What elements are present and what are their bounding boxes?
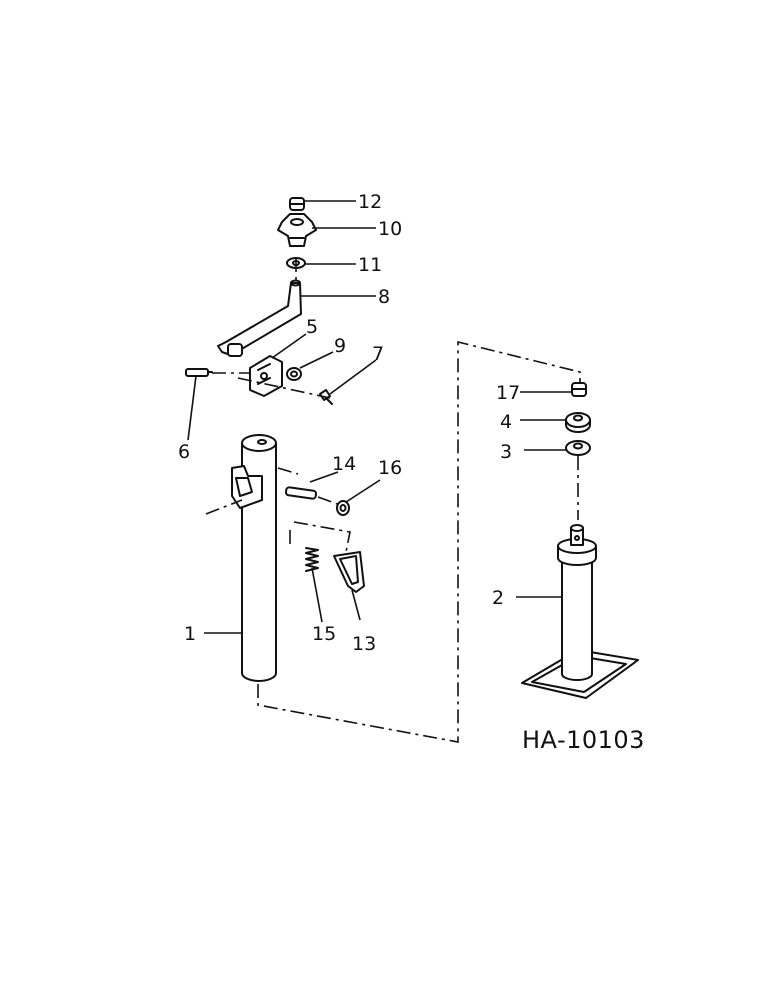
drawing-id: HA-10103 — [522, 726, 645, 754]
part-10-knob — [277, 213, 317, 247]
leader-lines — [187, 200, 572, 634]
part-5-bracket — [249, 355, 283, 397]
bracket-axis-line — [205, 499, 243, 515]
bolt-axis-line — [237, 377, 331, 399]
part-1-jack-tube — [231, 434, 277, 682]
callout-5: 5 — [306, 316, 318, 338]
callout-13: 13 — [352, 633, 376, 655]
callout-10: 10 — [378, 218, 402, 240]
part-4-bushing — [565, 412, 591, 433]
part-8-crank-handle — [217, 279, 302, 357]
callout-7: 7 — [372, 343, 384, 365]
part-9-nut — [286, 367, 302, 381]
part-7-cotter-pin — [319, 389, 333, 405]
callout-14: 14 — [332, 453, 356, 475]
pin-axis-line-2 — [317, 496, 341, 506]
part-3-washer — [565, 440, 591, 456]
part-6-pin — [185, 368, 213, 377]
part-13-d-ring — [333, 551, 365, 593]
spring-phantom-line — [293, 521, 351, 553]
callout-4: 4 — [500, 411, 512, 433]
callout-12: 12 — [358, 191, 382, 213]
callout-8: 8 — [378, 286, 390, 308]
part-11-washer — [286, 257, 306, 269]
callout-15: 15 — [312, 623, 336, 645]
callout-9: 9 — [334, 335, 346, 357]
callout-11: 11 — [358, 254, 382, 276]
pin14-axis-line — [277, 467, 299, 475]
part-12-cap-nut — [289, 197, 305, 211]
callout-17: 17 — [496, 382, 520, 404]
part-17-cap — [571, 382, 587, 397]
part-16-washer — [336, 500, 350, 516]
part-15-spring — [305, 547, 319, 572]
callout-6: 6 — [178, 441, 190, 463]
callout-16: 16 — [378, 457, 402, 479]
callout-1: 1 — [184, 623, 196, 645]
part-2-jack-base — [521, 524, 639, 699]
callout-2: 2 — [492, 587, 504, 609]
part-14-pin — [284, 486, 318, 500]
callout-3: 3 — [500, 441, 512, 463]
